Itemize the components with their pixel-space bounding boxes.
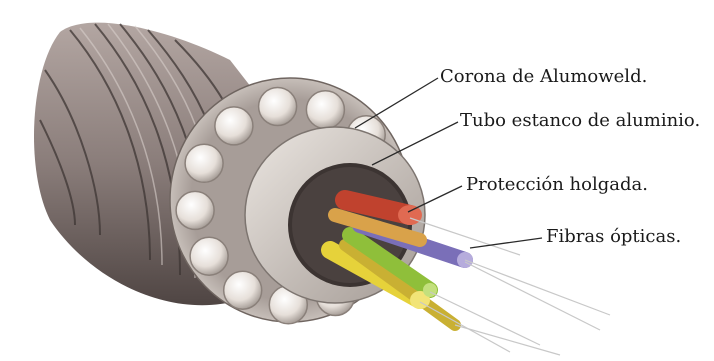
alumoweld-wire <box>306 91 344 129</box>
label-tubo: Tubo estanco de aluminio. <box>460 112 700 130</box>
alumoweld-wire <box>215 107 253 145</box>
alumoweld-wire <box>185 144 223 182</box>
alumoweld-wire <box>259 88 297 126</box>
label-corona: Corona de Alumoweld. <box>440 68 647 86</box>
label-proteccion: Protección holgada. <box>466 176 648 194</box>
alumoweld-wire <box>190 237 228 275</box>
alumoweld-wire <box>176 191 214 229</box>
leader-line-fibras <box>470 238 542 248</box>
leader-line-corona <box>355 78 438 128</box>
alumoweld-wire <box>224 271 262 309</box>
label-fibras: Fibras ópticas. <box>546 228 681 246</box>
